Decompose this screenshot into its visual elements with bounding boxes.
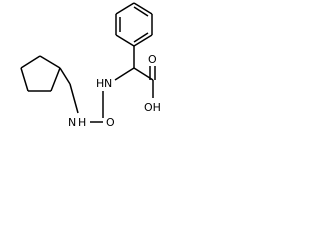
urea-o-label: O xyxy=(106,116,115,129)
chemical-structure: N H O H N O OH xyxy=(20,2,161,129)
ring-to-nh-bond xyxy=(59,67,71,85)
nh-right-n-label: N xyxy=(104,77,112,90)
nh-to-alpha-bond xyxy=(114,67,135,81)
ring-bond xyxy=(39,55,61,69)
ring-bond xyxy=(20,55,41,69)
acid-o-label: O xyxy=(148,53,157,66)
ring-nh-link-bond xyxy=(69,83,79,114)
ring-bond xyxy=(133,34,153,47)
acid-oh-label: OH xyxy=(144,101,161,114)
nh-left-n-label: N xyxy=(68,116,76,129)
ring-bond xyxy=(115,34,135,47)
ring-bond xyxy=(50,67,61,92)
cyclopentyl-ring xyxy=(20,55,61,92)
nh-left-h-label: H xyxy=(78,116,86,129)
phenyl-ring xyxy=(115,2,153,47)
ring-bond xyxy=(133,2,153,15)
ring-bond xyxy=(20,67,29,92)
nh-right-h-label: H xyxy=(96,77,104,90)
ring-inner-double-bond xyxy=(133,6,149,17)
ring-inner-double-bond xyxy=(133,32,149,43)
ring-bond xyxy=(115,2,135,15)
